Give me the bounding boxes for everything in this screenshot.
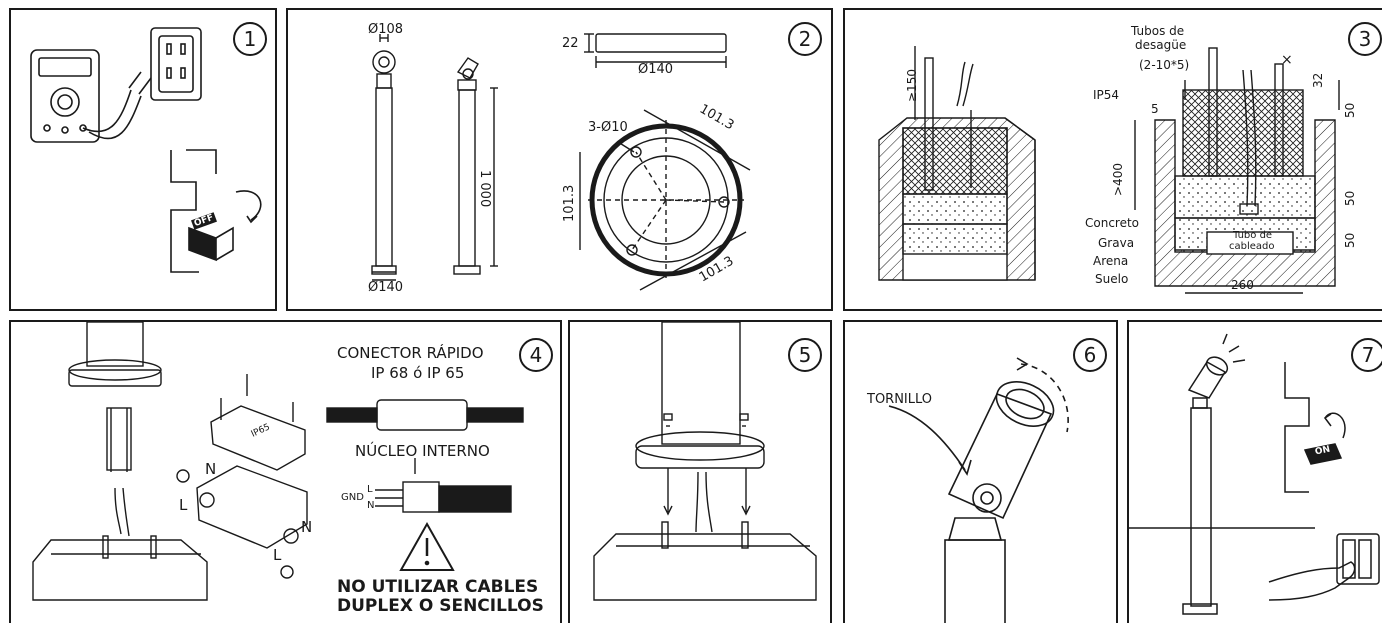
connector-rating: IP 68 ó IP 65 — [371, 364, 465, 382]
wire-l-label: L — [367, 484, 373, 495]
connector-title: CONECTOR RÁPIDO — [337, 344, 484, 362]
top-diameter-label: Ø108 — [368, 22, 404, 37]
step-number-1: 1 — [233, 22, 267, 56]
plate-height-label: 22 — [562, 36, 579, 51]
multimeter-icon — [30, 49, 152, 143]
mounting-illustration — [593, 322, 817, 601]
internal-core-title: NÚCLEO INTERNO — [355, 442, 490, 460]
breaker-switch-icon — [170, 149, 262, 273]
plate-diameter-label: Ø140 — [638, 62, 674, 77]
step-1-panel: OFF 1 — [9, 8, 277, 311]
cable-pipe-label-1: Tubo de — [1233, 230, 1273, 241]
dim-50-low: 50 — [1343, 232, 1357, 248]
adjust-angle-illustration — [888, 357, 1069, 623]
sand-label: Arena — [1093, 254, 1129, 268]
drain-pipes-label-2: desagüe — [1135, 38, 1187, 52]
bollard-side-view — [453, 57, 481, 275]
soil-label: Suelo — [1095, 272, 1129, 286]
warning-icon — [399, 521, 455, 571]
step-number-6: 6 — [1073, 338, 1107, 372]
warning-line-2: DUPLEX O SENCILLOS — [337, 596, 544, 616]
step-5-panel: 5 — [568, 320, 832, 623]
dimension-left: 101.3 — [562, 184, 577, 222]
dimension-drawing — [371, 33, 751, 291]
step-7-panel: ON 7 — [1127, 320, 1382, 623]
x-mark: × — [1281, 52, 1293, 68]
wire-n-label: N — [367, 500, 375, 511]
cable-pipe-label-2: cableado — [1229, 241, 1275, 252]
concrete-label: Concreto — [1085, 216, 1140, 230]
ip54-label: IP54 — [1093, 88, 1120, 102]
junction-box-open — [176, 465, 308, 579]
step-number-5: 5 — [788, 338, 822, 372]
step-4-panel: IP65 N L N L CONECTOR RÁPIDO IP 68 ó IP … — [9, 320, 562, 623]
step-1-illustration — [30, 27, 262, 273]
screw-label: TORNILLO — [867, 392, 933, 407]
box-l-bottom: L — [273, 546, 282, 564]
step-number-3: 3 — [1348, 22, 1382, 56]
power-on-illustration — [1129, 333, 1380, 615]
box-n-right: N — [301, 518, 313, 536]
wiring-illustration — [32, 322, 524, 601]
dim-50-top: 50 — [1343, 102, 1357, 118]
step-3-panel: ≥150 Tubos de desagüe (2-10*5) × IP54 5 … — [843, 8, 1382, 311]
gravel-label: Grava — [1098, 236, 1135, 250]
bollard-front-view — [371, 34, 397, 275]
holes-label: 3-Ø10 — [588, 120, 628, 135]
height-label: 1 000 — [477, 170, 492, 208]
foundation-section — [1134, 47, 1340, 294]
width-260: 260 — [1231, 278, 1254, 292]
installation-cross-section — [878, 46, 1340, 294]
warning-line-1: NO UTILIZAR CABLES — [337, 577, 539, 597]
step-6-panel: TORNILLO 6 — [843, 320, 1118, 623]
depth-min-label: ≥150 — [905, 69, 919, 102]
internal-core — [375, 458, 512, 513]
outlet-icon — [150, 27, 202, 101]
box-l-left: L — [179, 496, 188, 514]
dim-50-mid: 50 — [1343, 190, 1357, 206]
step-2-panel: Ø108 Ø140 1 000 22 Ø140 3-Ø10 101.3 101.… — [286, 8, 833, 311]
box-n-top: N — [205, 460, 217, 478]
step-number-4: 4 — [519, 338, 553, 372]
dim-5: 5 — [1151, 102, 1159, 116]
junction-box-closed — [210, 374, 306, 471]
dim-32: 32 — [1311, 72, 1325, 88]
bollard-base-wiring — [32, 322, 208, 601]
drain-pipes-spec: (2-10*5) — [1139, 58, 1190, 72]
quick-connector — [326, 399, 524, 431]
dim-400: >400 — [1111, 163, 1125, 196]
step-number-7: 7 — [1351, 338, 1382, 372]
gnd-label: GND — [341, 492, 364, 503]
step-number-2: 2 — [788, 22, 822, 56]
base-diameter-label: Ø140 — [368, 280, 404, 295]
base-plate-top — [579, 109, 751, 291]
foundation-block-3d — [878, 46, 1036, 281]
drain-pipes-label-1: Tubos de — [1131, 24, 1185, 38]
base-plate-side — [584, 33, 727, 68]
